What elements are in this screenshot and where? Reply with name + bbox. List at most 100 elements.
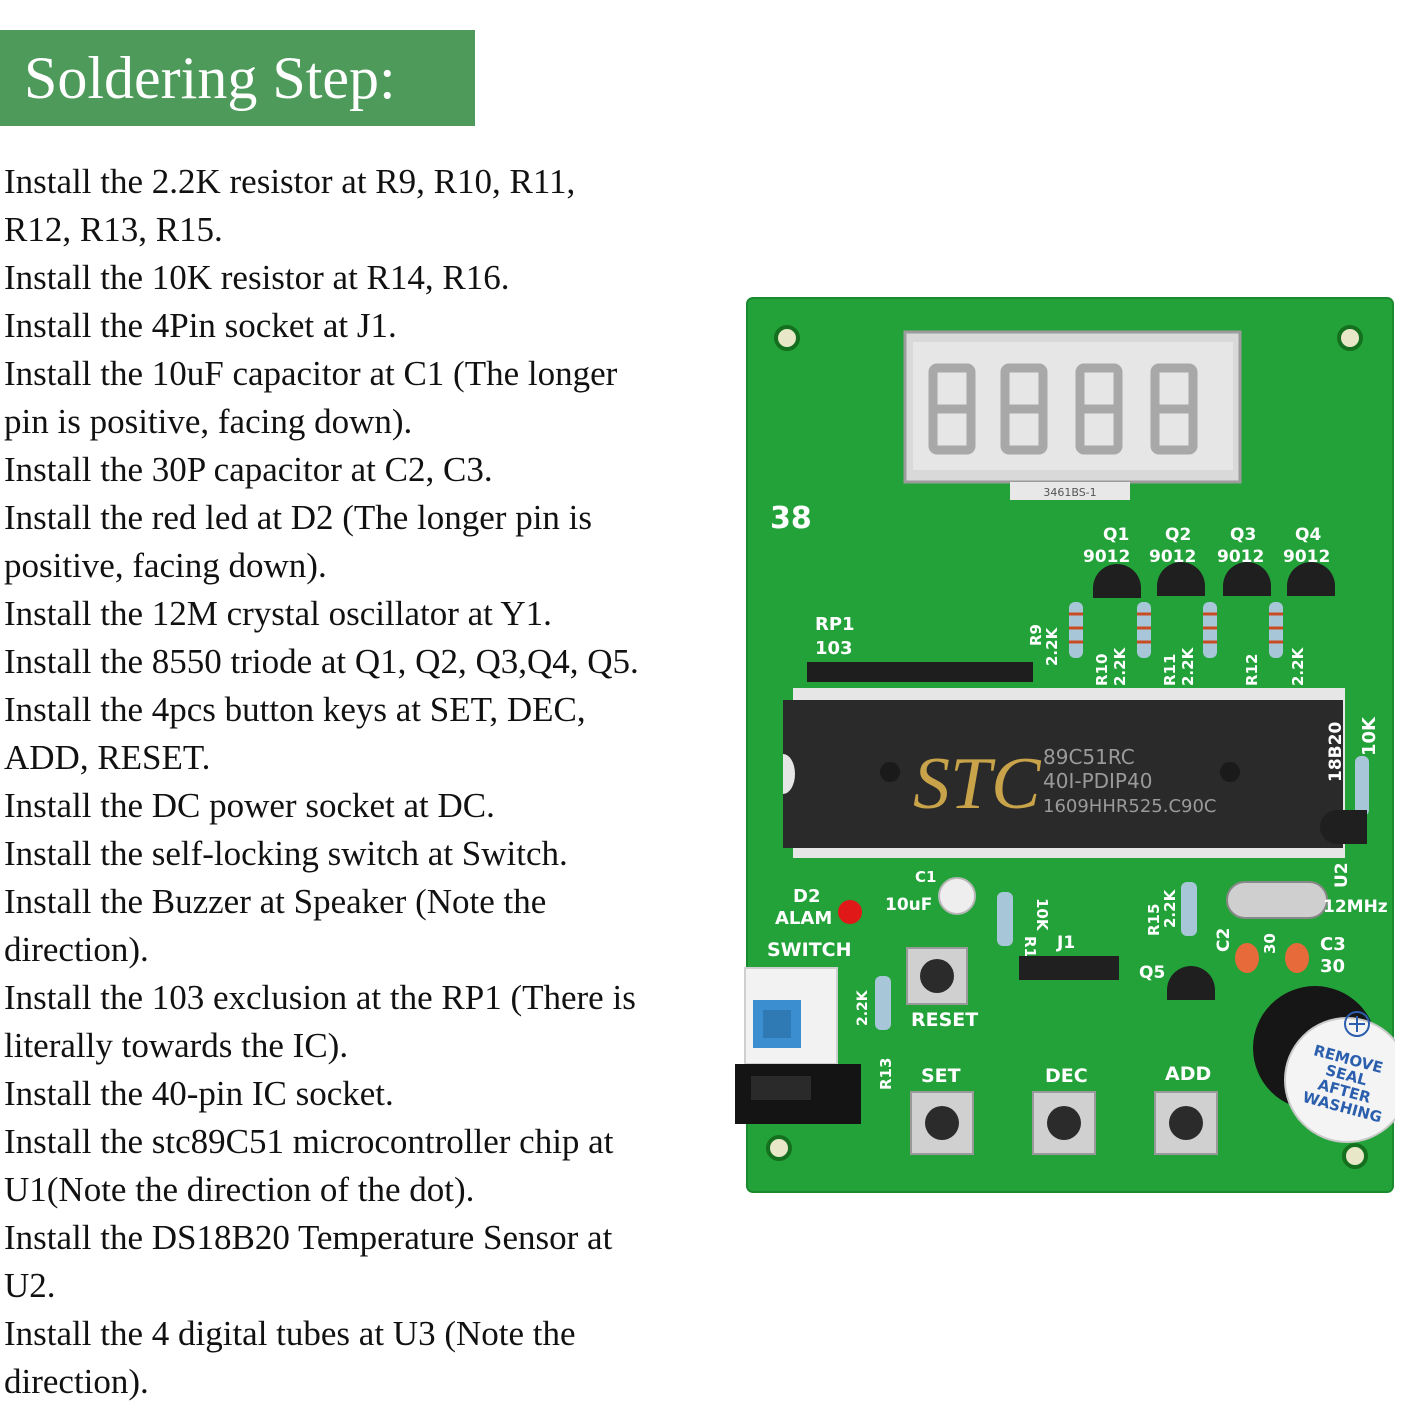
instruction-line: Install the 2.2K resistor at R9, R10, R1… (4, 162, 576, 201)
instruction-list: Install the 2.2K resistor at R9, R10, R1… (4, 158, 726, 1406)
rp1-label: RP1 (815, 614, 855, 635)
instruction-line: Install the 40-pin IC socket. (4, 1074, 394, 1113)
crystal-y1 (1226, 881, 1328, 919)
chip-model: 89C51RC (1043, 745, 1135, 769)
mounting-hole (1342, 1143, 1368, 1169)
r16-resistor (1355, 756, 1369, 816)
led-d2 (838, 900, 862, 924)
d2-label: D2 (793, 886, 820, 907)
c2-label: C2 (1214, 928, 1234, 952)
q1-part: 9012 (1083, 547, 1130, 567)
instruction-line: Install the 8550 triode at Q1, Q2, Q3,Q4… (4, 642, 639, 681)
r15-resistor (1181, 882, 1197, 936)
instruction-line: direction). (4, 1362, 149, 1401)
section-title: Soldering Step: (24, 45, 396, 111)
instruction-line: Install the 30P capacitor at C2, C3. (4, 450, 493, 489)
crystal-label: 12MHz (1323, 897, 1388, 917)
rp1-resistor-network (807, 662, 1033, 682)
instruction-line: direction). (4, 930, 149, 969)
u2-label: U2 (1332, 862, 1352, 888)
dec-button[interactable] (1032, 1091, 1096, 1155)
j1-label: J1 (1056, 933, 1075, 953)
r13-value: 2.2K (855, 989, 871, 1026)
capacitor-c1 (938, 877, 976, 915)
section-banner: Soldering Step: (0, 30, 475, 126)
instruction-line: Install the DC power socket at DC. (4, 786, 495, 825)
board-number: 38 (770, 501, 812, 536)
instruction-line: Install the 10uF capacitor at C1 (The lo… (4, 354, 618, 393)
r13-resistor (875, 976, 891, 1030)
mounting-hole (766, 1135, 792, 1161)
r11-label: R11 (1161, 654, 1179, 686)
c3-label: C3 (1320, 934, 1346, 955)
q1-label: Q1 (1103, 525, 1129, 545)
instruction-line: ADD, RESET. (4, 738, 211, 777)
r15-value: 2.2K (1161, 888, 1179, 928)
r14-value: 10K (1033, 898, 1051, 932)
r9-label: R9 (1027, 624, 1045, 646)
sensor-label: 18B20 (1326, 722, 1346, 782)
buzzer: REMOVE SEAL AFTER WASHING (1253, 986, 1410, 1143)
transistor-q5 (1167, 966, 1215, 1000)
mcu-chip: STC 89C51RC 40I-PDIP40 1609HHR525.C90C (783, 688, 1345, 858)
instruction-line: Install the self-locking switch at Switc… (4, 834, 568, 873)
c1-value: 10uF (885, 895, 932, 915)
add-button[interactable] (1154, 1091, 1218, 1155)
q2-part: 9012 (1149, 547, 1196, 567)
rp1-value: 103 (815, 638, 853, 659)
r10-label: R10 (1093, 654, 1111, 686)
reset-button[interactable] (906, 947, 968, 1005)
instruction-line: positive, facing down). (4, 546, 327, 585)
pcb-photo: 3461BS-1 38 Q1 Q2 Q3 Q4 9012 9012 9012 9… (735, 296, 1410, 1196)
chip-lot: 1609HHR525.C90C (1043, 796, 1217, 817)
capacitor-c3 (1285, 943, 1309, 973)
c2-value: 30 (1261, 933, 1279, 954)
r14-resistor (997, 892, 1013, 946)
instruction-line: Install the 4pcs button keys at SET, DEC… (4, 690, 586, 729)
mounting-hole (1337, 325, 1363, 351)
instruction-line: Install the Buzzer at Speaker (Note the (4, 882, 547, 921)
instruction-line: pin is positive, facing down). (4, 402, 413, 441)
set-button[interactable] (910, 1091, 974, 1155)
r16-value: 10K (1359, 716, 1380, 756)
r12-label: R12 (1243, 654, 1261, 686)
capacitor-c2 (1235, 943, 1259, 973)
r9-value: 2.2K (1043, 626, 1061, 666)
q3-part: 9012 (1217, 547, 1264, 567)
pcb-illustration: 3461BS-1 38 Q1 Q2 Q3 Q4 9012 9012 9012 9… (735, 297, 1410, 1193)
q3-label: Q3 (1230, 525, 1256, 545)
reset-label: RESET (911, 1009, 978, 1031)
switch-label: SWITCH (767, 939, 852, 961)
seven-segment-display: 3461BS-1 (903, 330, 1242, 500)
q2-label: Q2 (1165, 525, 1191, 545)
instruction-line: Install the 4 digital tubes at U3 (Note … (4, 1314, 576, 1353)
ds18b20-sensor (1320, 810, 1367, 844)
instruction-line: Install the DS18B20 Temperature Sensor a… (4, 1218, 613, 1257)
instruction-line: U1(Note the direction of the dot). (4, 1170, 475, 1209)
instruction-line: literally towards the IC). (4, 1026, 349, 1065)
instruction-line: Install the stc89C51 microcontroller chi… (4, 1122, 614, 1161)
transistor-row (1093, 562, 1335, 598)
dec-label: DEC (1045, 1065, 1088, 1087)
instruction-line: Install the 4Pin socket at J1. (4, 306, 397, 345)
display-part-label: 3461BS-1 (1043, 486, 1096, 499)
instruction-line: U2. (4, 1266, 56, 1305)
mounting-hole (774, 325, 800, 351)
q4-label: Q4 (1295, 525, 1321, 545)
q5-label: Q5 (1139, 963, 1165, 983)
chip-package: 40I-PDIP40 (1043, 769, 1152, 793)
chip-brand: STC (913, 743, 1042, 825)
c3-value: 30 (1320, 956, 1345, 977)
q4-part: 9012 (1283, 547, 1330, 567)
r10-value: 2.2K (1111, 646, 1129, 686)
instruction-line: Install the 10K resistor at R14, R16. (4, 258, 510, 297)
r11-value: 2.2K (1179, 646, 1197, 686)
add-label: ADD (1165, 1063, 1211, 1085)
dc-power-socket (735, 1064, 861, 1124)
r15-label: R15 (1145, 904, 1163, 936)
instruction-line: Install the red led at D2 (The longer pi… (4, 498, 593, 537)
r12-value: 2.2K (1289, 646, 1307, 686)
set-label: SET (921, 1065, 961, 1087)
resistor-row-top (1069, 602, 1283, 658)
r13-label: R13 (877, 1058, 895, 1090)
